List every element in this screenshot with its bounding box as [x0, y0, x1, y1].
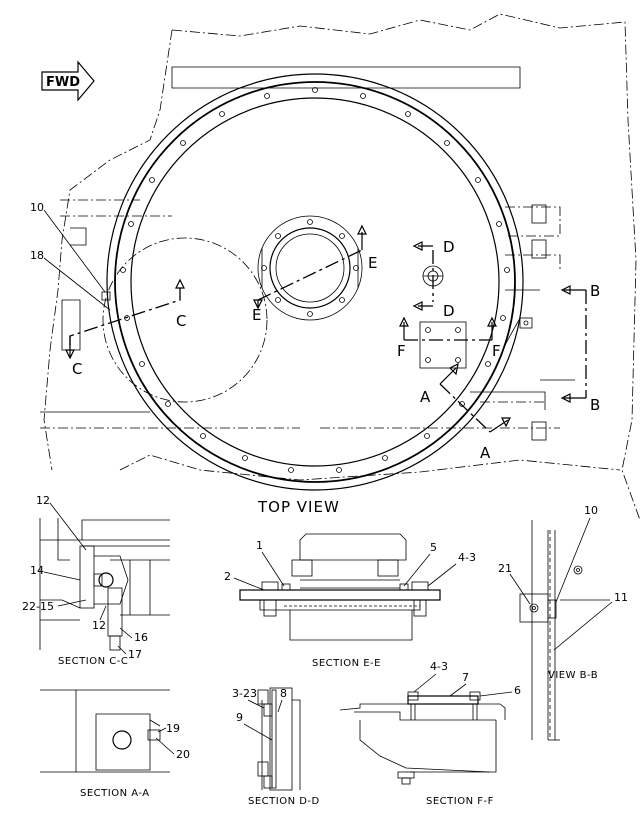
cut-label-e-lower: E — [252, 306, 261, 324]
cut-label-d-lower: D — [443, 302, 455, 320]
top-view-title: TOP VIEW — [257, 498, 340, 516]
cut-label-c-lower: C — [72, 360, 82, 378]
callout-16: 16 — [134, 631, 148, 644]
top-view: FWD C C E E D D — [30, 13, 641, 521]
callout-5: 5 — [430, 541, 437, 554]
fwd-arrow: FWD — [41, 60, 95, 102]
cut-label-b-lower: B — [590, 396, 600, 414]
callout-1: 1 — [256, 539, 263, 552]
callout-12-lower: 12 — [92, 619, 106, 632]
callouts-top-view: 10 18 — [30, 201, 111, 311]
callout-14: 14 — [30, 564, 44, 577]
cut-label-a-lower: A — [480, 444, 491, 462]
callout-6: 6 — [514, 684, 521, 697]
callout-10-top: 10 — [30, 201, 44, 214]
callout-9: 9 — [236, 711, 243, 724]
cut-line-d: D D — [412, 238, 455, 320]
cut-label-f-left: F — [397, 342, 406, 360]
callout-11: 11 — [614, 591, 628, 604]
callout-22-15: 22-15 — [22, 600, 54, 613]
view-b-b: 10 21 11 VIEW B-B — [498, 504, 628, 741]
section-f-f-title: SECTION F-F — [426, 796, 494, 807]
section-d-d: 3-23 8 9 SECTION D-D — [232, 687, 320, 807]
cut-label-b-upper: B — [590, 282, 600, 300]
callout-18: 18 — [30, 249, 44, 262]
callout-4-3-ee: 4-3 — [458, 551, 476, 564]
section-d-d-title: SECTION D-D — [248, 796, 320, 807]
section-a-a: 19 20 SECTION A-A — [40, 689, 190, 799]
callout-21: 21 — [498, 562, 512, 575]
fwd-label: FWD — [46, 75, 80, 90]
view-line-b: B B — [560, 282, 600, 414]
callout-8: 8 — [280, 687, 287, 700]
callout-12-upper: 12 — [36, 494, 50, 507]
section-a-a-title: SECTION A-A — [80, 788, 150, 799]
callout-3-23: 3-23 — [232, 687, 257, 700]
cut-label-f-right: F — [492, 342, 501, 360]
cut-line-e: E E — [252, 224, 377, 324]
callout-17: 17 — [128, 648, 142, 661]
section-e-e: 1 2 5 4-3 SECTION E-E — [224, 533, 476, 669]
callout-2: 2 — [224, 570, 231, 583]
callout-7: 7 — [462, 671, 469, 684]
callout-19: 19 — [166, 722, 180, 735]
view-b-b-title: VIEW B-B — [548, 670, 598, 681]
section-c-c-title: SECTION C-C — [58, 656, 128, 667]
section-e-e-title: SECTION E-E — [312, 658, 381, 669]
callout-20: 20 — [176, 748, 190, 761]
cut-line-a: A A — [420, 362, 511, 462]
cut-line-f: F F — [397, 316, 501, 360]
cut-label-a-upper: A — [420, 388, 431, 406]
callout-10-bb: 10 — [584, 504, 598, 517]
cut-label-e-upper: E — [368, 254, 377, 272]
cut-line-c: C C — [65, 278, 186, 378]
callout-4-3-ff: 4-3 — [430, 660, 448, 673]
section-c-c: 12 14 22-15 12 16 17 SECTION C-C — [22, 494, 170, 667]
section-f-f: 4-3 7 6 SECTION F-F — [339, 660, 521, 807]
flange-bolt-holes — [120, 87, 510, 473]
cut-label-d-upper: D — [443, 238, 455, 256]
cut-label-c-upper: C — [176, 312, 186, 330]
